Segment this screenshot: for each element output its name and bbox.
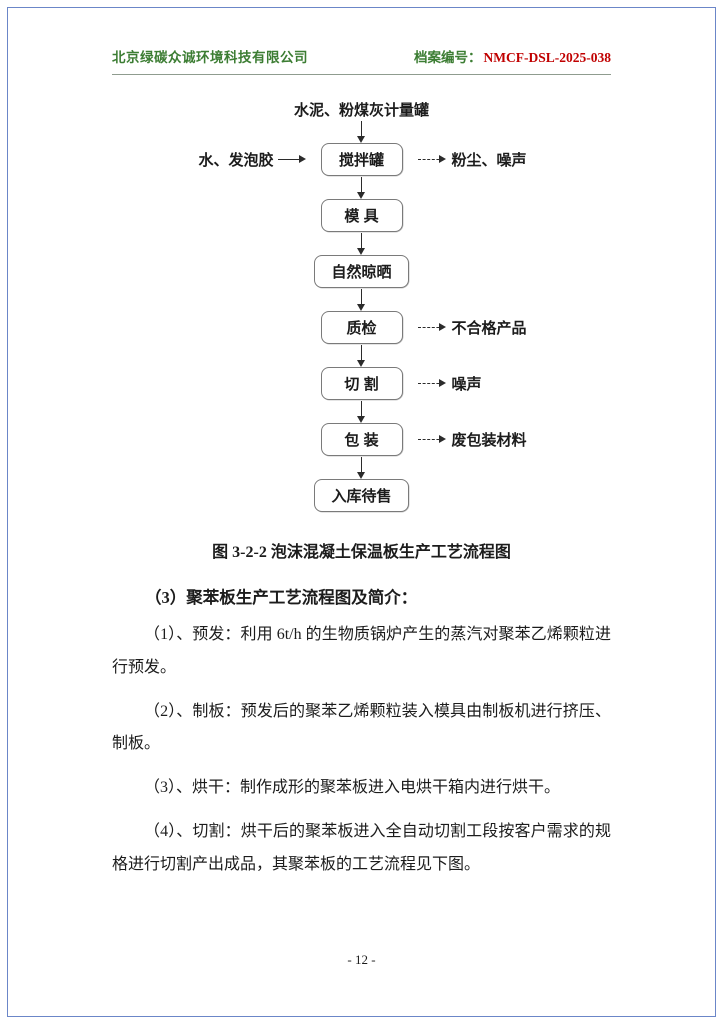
archive-number: 档案编号：NMCF-DSL-2025-038 (414, 46, 611, 66)
flow-input-top: 水泥、粉煤灰计量罐 (293, 102, 429, 119)
paragraph-3: （3）、烘干：制作成形的聚苯板进入电烘干箱内进行烘干。 (144, 779, 561, 797)
flow-input-left: 水、发泡胶 (198, 149, 311, 170)
flow-node-warehouse: 入库待售 (314, 479, 409, 512)
flow-row-inspection: 质检 不合格产品 (112, 311, 611, 344)
flow-node-cutting: 切 割 (320, 367, 403, 400)
flow-output-packaging-waste: 废包装材料 (414, 429, 527, 450)
flow-output-label: 噪声 (451, 376, 482, 393)
flow-input-left-label: 水、发泡胶 (198, 152, 274, 169)
down-arrow (357, 457, 365, 479)
header-divider (112, 74, 611, 75)
page-header: 北京绿碳众诚环境科技有限公司 档案编号：NMCF-DSL-2025-038 (112, 46, 611, 66)
paragraph-2: （2）、制板：预发后的聚苯乙烯颗粒装入模具由制板机进行挤压、制板。 (112, 702, 611, 753)
down-arrow (357, 345, 365, 367)
flow-output-rejects: 不合格产品 (414, 317, 527, 338)
right-arrow-icon (277, 155, 306, 163)
company-name: 北京绿碳众诚环境科技有限公司 (112, 50, 308, 65)
flow-node-air-dry: 自然晾晒 (314, 255, 409, 288)
dashed-right-arrow-icon (417, 379, 446, 387)
section-heading: （3）聚苯板生产工艺流程图及简介： (145, 588, 418, 607)
flow-node-packing: 包 装 (320, 423, 403, 456)
flow-row-air-dry: 自然晾晒 (112, 255, 611, 288)
flow-row-warehouse: 入库待售 (112, 479, 611, 512)
flow-node-mixer: 搅拌罐 (320, 143, 403, 176)
archive-code: NMCF-DSL-2025-038 (483, 50, 612, 65)
paragraph-4: （4）、切割：烘干后的聚苯板进入全自动切割工段按客户需求的规格进行切割产出成品，… (112, 822, 611, 873)
flow-output-label: 废包装材料 (451, 432, 527, 449)
paragraph-1: （1）、预发：利用 6t/h 的生物质锅炉产生的蒸汽对聚苯乙烯颗粒进行预发。 (112, 626, 611, 676)
flow-output-label: 不合格产品 (451, 320, 527, 337)
flow-row-mould: 模 具 (112, 199, 611, 232)
flow-row-cutting: 切 割 噪声 (112, 367, 611, 400)
flow-row-mixer: 水、发泡胶 搅拌罐 粉尘、噪声 (112, 143, 611, 176)
dashed-right-arrow-icon (417, 435, 446, 443)
flow-node-inspection: 质检 (320, 311, 403, 344)
dashed-right-arrow-icon (417, 155, 446, 163)
down-arrow (357, 233, 365, 255)
dashed-right-arrow-icon (417, 323, 446, 331)
down-arrow (357, 289, 365, 311)
down-arrow (357, 177, 365, 199)
archive-label: 档案编号： (414, 50, 482, 65)
flow-output-noise: 噪声 (414, 373, 482, 394)
flow-output-label: 粉尘、噪声 (451, 152, 527, 169)
page-number: - 12 - (347, 952, 376, 967)
process-flowchart: 水泥、粉煤灰计量罐 水、发泡胶 搅拌罐 粉尘、噪声 模 具 自然晾晒 质检 (112, 99, 611, 512)
down-arrow (357, 121, 365, 143)
flow-output-dust-noise: 粉尘、噪声 (414, 149, 527, 170)
flow-row-packing: 包 装 废包装材料 (112, 423, 611, 456)
flow-node-mould: 模 具 (320, 199, 403, 232)
figure-caption: 图 3-2-2 泡沫混凝土保温板生产工艺流程图 (212, 544, 511, 561)
down-arrow (357, 401, 365, 423)
